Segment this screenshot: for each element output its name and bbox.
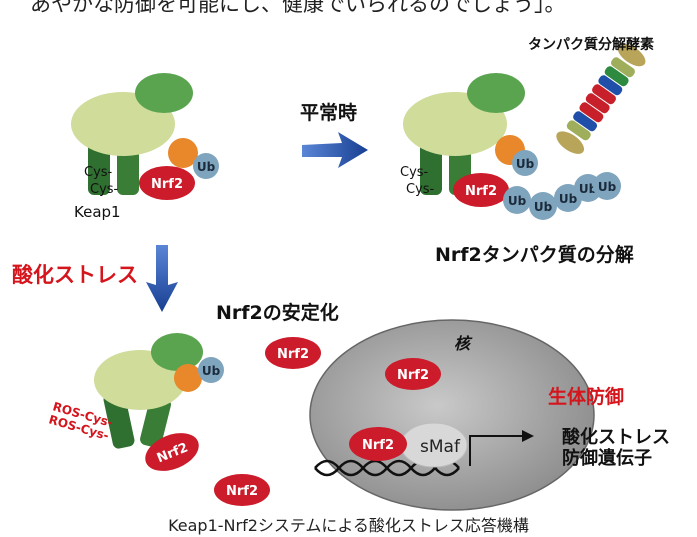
ub-label: Ub — [508, 194, 527, 208]
ub-label: Ub — [598, 180, 617, 194]
proteasome-label: タンパク質分解酵素 — [528, 37, 654, 53]
ub-bubble — [503, 186, 531, 214]
ub-bubble — [593, 172, 621, 200]
keap1-complex-normal: Ub Nrf2 Cys- Cys- — [71, 73, 219, 200]
nucleus-membrane — [309, 319, 595, 511]
linker-orange — [174, 364, 202, 392]
keap1-cap — [135, 73, 193, 113]
defense-genes-line-1: 酸化ストレス — [562, 427, 670, 448]
dna-strand — [314, 459, 460, 477]
biological-defense-label: 生体防御 — [548, 386, 625, 408]
transcription-arrow — [469, 435, 522, 466]
ub-label: Ub — [202, 364, 221, 378]
ub-label: Ub — [516, 157, 535, 171]
cys-label-2: Cys- — [90, 182, 119, 197]
ub-bubble — [529, 192, 557, 220]
defense-genes-line-2: 防御遺伝子 — [562, 448, 652, 469]
ub-label: Ub — [197, 160, 216, 174]
keap1-cap — [151, 333, 203, 371]
nrf2-stabilization-label: Nrf2の安定化 — [216, 302, 339, 324]
oxidative-stress-label: 酸化ストレス — [12, 263, 138, 287]
keap1-label: Keap1 — [74, 203, 121, 221]
nrf2-degradation-label: Nrf2タンパク質の分解 — [435, 244, 634, 266]
nrf2-label: Nrf2 — [226, 484, 258, 499]
nuclear-nrf2 — [385, 358, 441, 390]
nrf2-label: Nrf2 — [397, 368, 429, 383]
nucleus-label: 核 — [454, 334, 471, 353]
ub-bubble — [198, 357, 224, 383]
oxidative-stress-arrow — [146, 245, 178, 312]
keap1-complex-oxidized: Ub ROS-Cys- ROS-Cys- — [47, 333, 224, 449]
ub-label: Ub — [579, 182, 598, 196]
ub-label: Ub — [559, 192, 578, 206]
nrf2-bound — [139, 166, 195, 200]
keap1-cap — [467, 73, 525, 113]
defense-genes-label: 酸化ストレス 防御遺伝子 — [562, 427, 670, 469]
linker-orange — [168, 138, 198, 168]
free-nrf2-1: Nrf2 — [265, 337, 321, 369]
transcription-arrowhead — [522, 430, 534, 442]
figure-caption: Keap1-Nrf2システムによる酸化ストレス応答機構 — [168, 516, 529, 535]
free-nrf2-2: Nrf2 — [145, 433, 199, 471]
nrf2-label: Nrf2 — [465, 184, 497, 199]
proteasome-icon — [556, 43, 646, 154]
nrf2-label: Nrf2 — [151, 177, 183, 192]
keap1-complex-degradation: Ub Nrf2 Cys- Cys- Ub Ub Ub Ub Ub — [400, 73, 621, 220]
normal-state-label: 平常時 — [300, 102, 358, 124]
cys-label-1: Cys- — [400, 165, 429, 180]
ubiquitin-chain: Ub Ub Ub Ub Ub — [503, 172, 621, 220]
cys-label-1: Cys- — [84, 165, 113, 180]
nrf2-bound — [453, 173, 509, 207]
free-nrf2-3: Nrf2 — [214, 474, 270, 506]
ub-bubble — [193, 153, 219, 179]
nucleus: Nrf2 sMaf Nrf2 — [309, 319, 595, 511]
smaf-label: sMaf — [420, 437, 461, 457]
cys-label-2: Cys- — [406, 182, 435, 197]
intro-text: あやかな防御を可能にし、健康でいられるのでしょう」。 — [30, 0, 566, 16]
normal-state-arrow — [302, 132, 368, 168]
nrf2-smaf-partner — [349, 427, 407, 461]
nrf2-label: Nrf2 — [362, 438, 394, 453]
nrf2-label: Nrf2 — [277, 347, 309, 362]
ub-bubble — [512, 150, 538, 176]
ub-label: Ub — [534, 200, 553, 214]
